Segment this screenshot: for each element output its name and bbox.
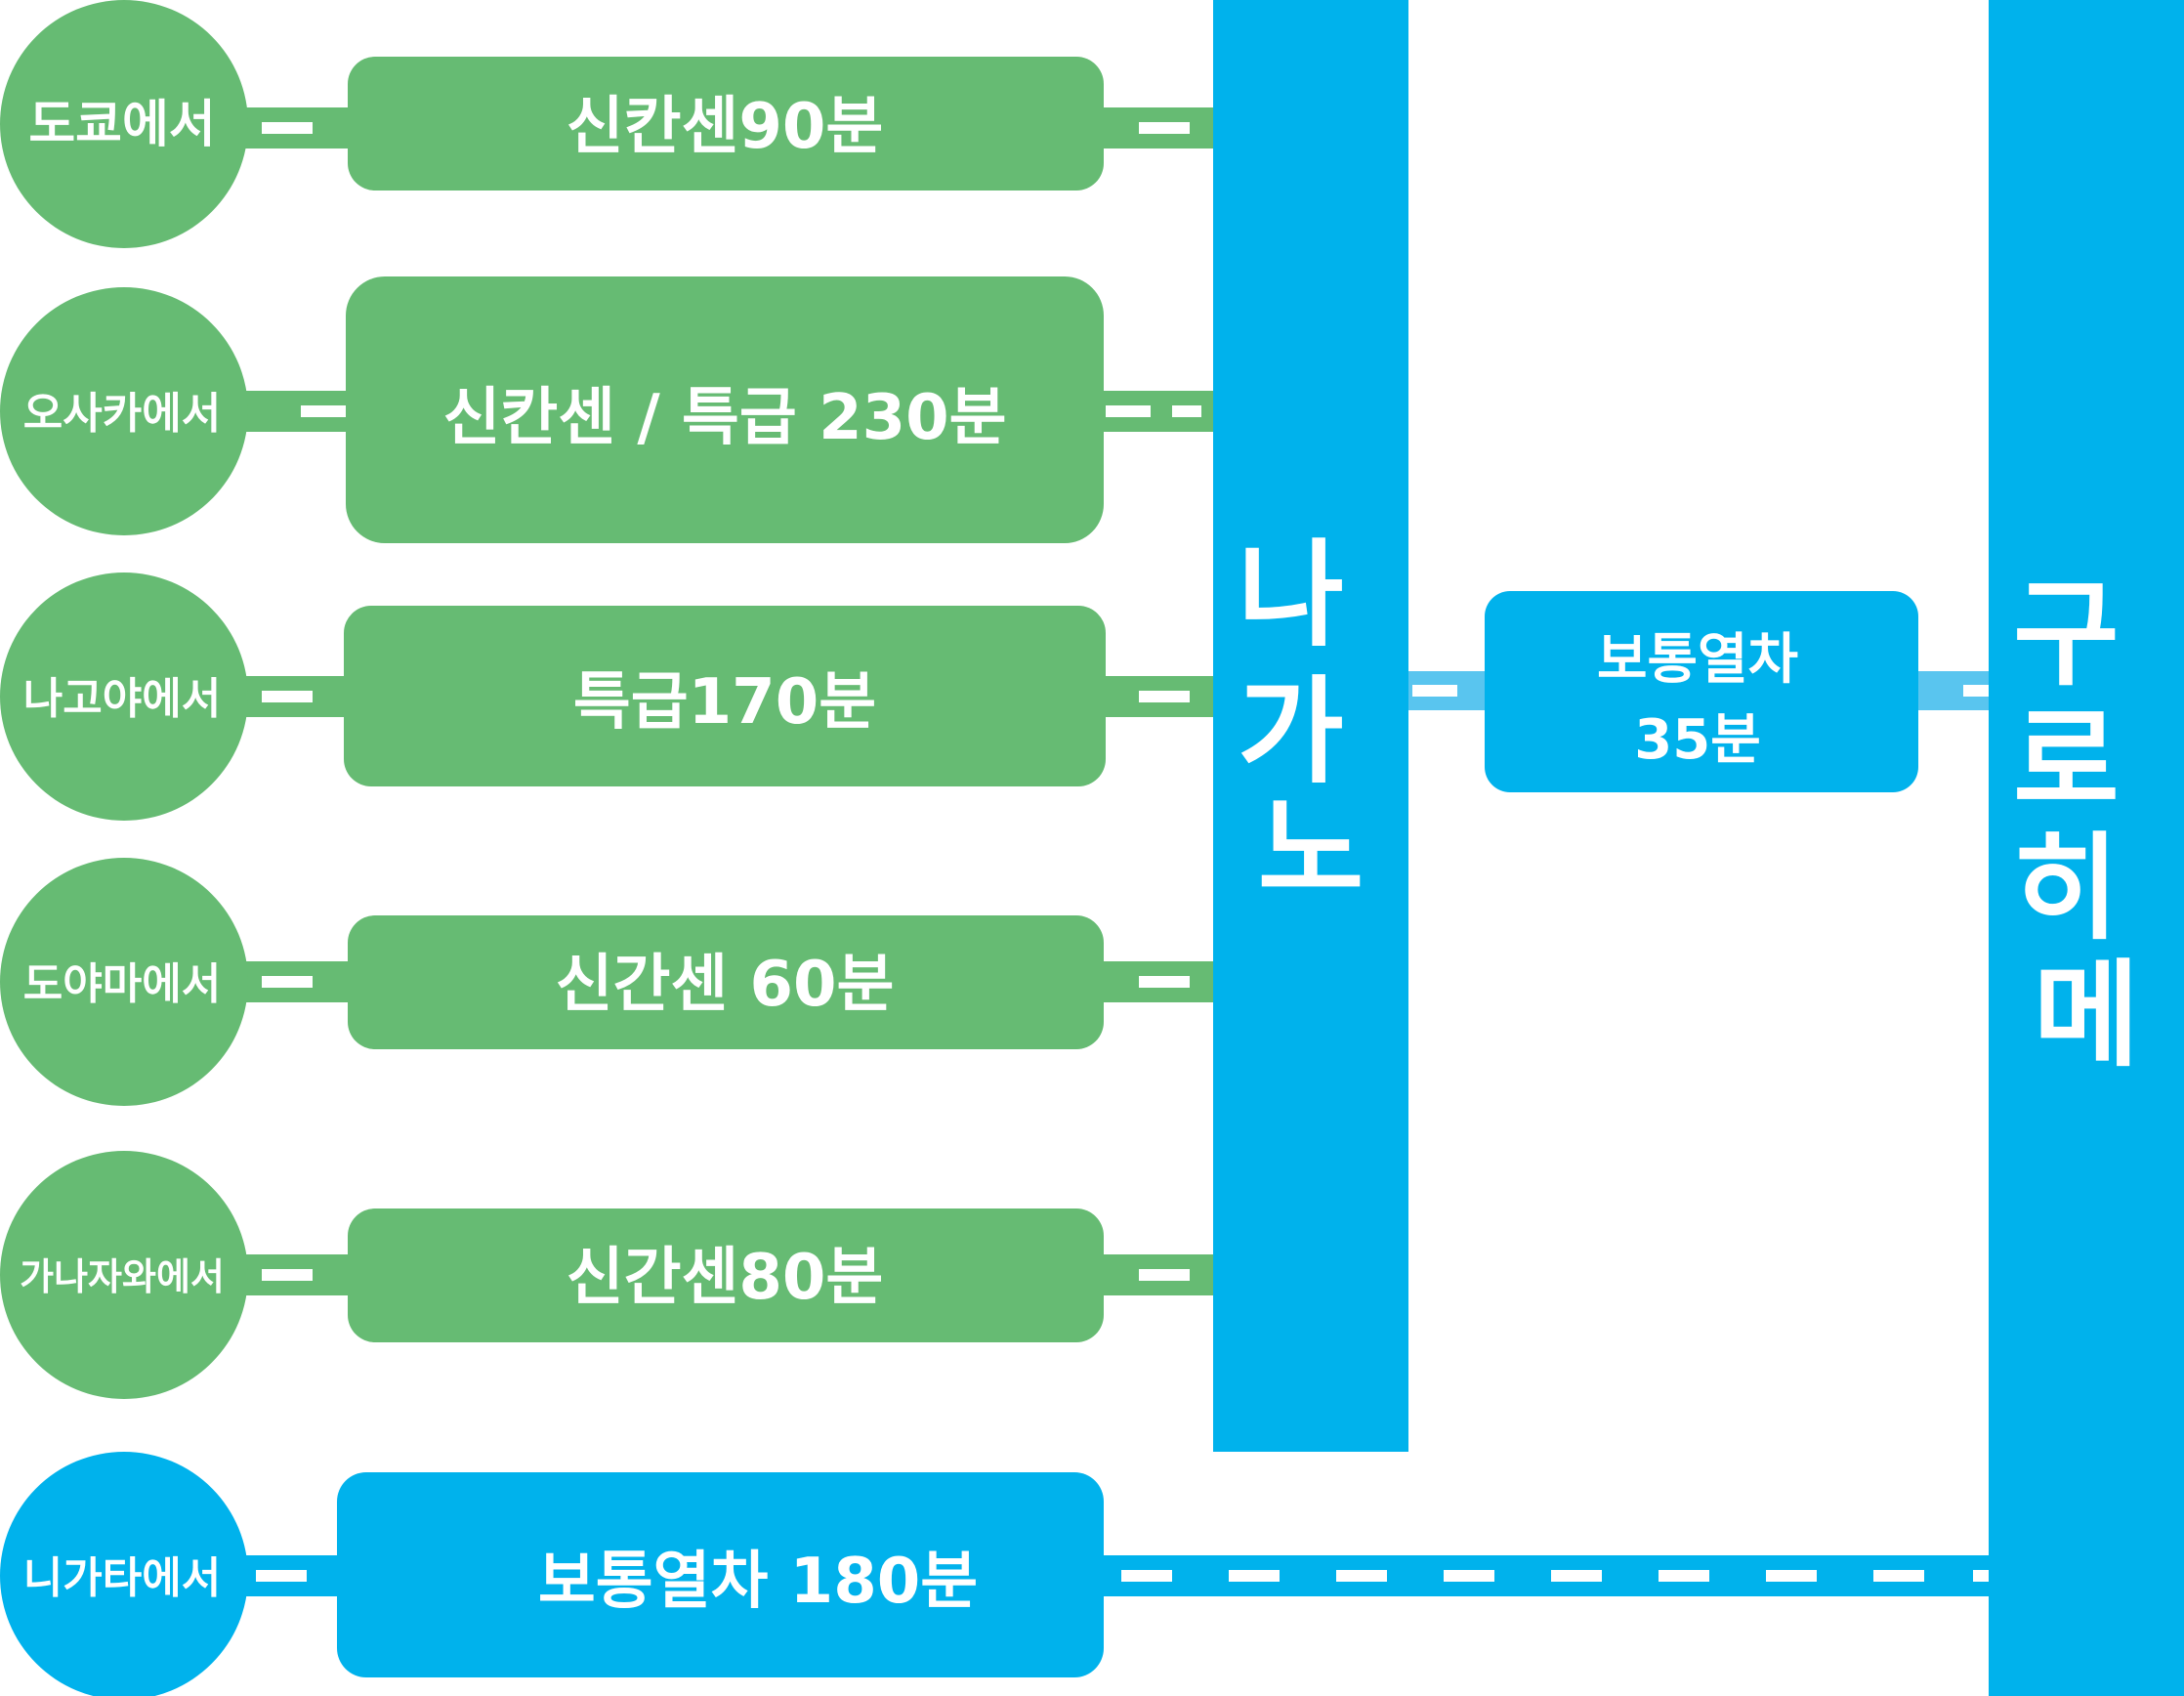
connector-line-tokyo (244, 107, 1216, 148)
service-box-nagoya: 특급170분 (344, 606, 1106, 786)
service-box-kanazawa: 신간센80분 (348, 1208, 1104, 1342)
connector-label-line2: 35분 (1634, 708, 1760, 772)
origin-node-niigata: 니가타에서 (0, 1452, 248, 1696)
connector-line-kanazawa (244, 1254, 1216, 1295)
service-label-tokyo: 신칸센90분 (567, 91, 884, 163)
service-label-nagoya: 특급170분 (573, 666, 876, 739)
service-box-tokyo: 신칸센90분 (348, 57, 1104, 191)
origin-node-osaka: 오사카에서 (0, 287, 248, 535)
origin-label-osaka: 오사카에서 (23, 389, 221, 439)
service-label-niigata: 보통열차 180분 (538, 1546, 978, 1618)
origin-label-nagoya: 나고야에서 (23, 674, 221, 724)
service-label-kanazawa: 신간센80분 (567, 1242, 884, 1314)
origin-node-kanazawa: 가나자와에서 (0, 1151, 248, 1399)
connector-lines (244, 107, 1997, 1596)
connector-line-toyama (244, 961, 1216, 1002)
service-box-niigata: 보통열차 180분 (337, 1472, 1104, 1677)
connector-label-line1: 보통열차 (1597, 628, 1798, 692)
nagano-station-bar (1213, 0, 1408, 1452)
origin-label-toyama: 도야마에서 (23, 959, 221, 1009)
kurohime-station-bar (1989, 0, 2184, 1696)
connector-line-nagano-kurohime (1407, 671, 1993, 710)
connector-line-nagoya (244, 676, 1216, 717)
service-box-osaka: 신칸센 / 특급 230분 (346, 276, 1104, 543)
service-label-osaka: 신칸센 / 특급 230분 (442, 382, 1006, 454)
origin-label-tokyo: 도쿄에서 (28, 96, 215, 154)
connector-line-osaka (244, 391, 1216, 432)
origin-label-niigata: 니가타에서 (23, 1553, 221, 1603)
kurohime-station-label: 구 로 히 메 (2013, 567, 2160, 1082)
origin-node-toyama: 도야마에서 (0, 858, 248, 1106)
origin-node-tokyo: 도쿄에서 (0, 0, 248, 248)
connector-line-niigata (244, 1555, 1997, 1596)
service-label-toyama: 신간센 60분 (556, 949, 895, 1021)
connector-box-nagano-kurohime: 보통열차 35분 (1485, 591, 1918, 792)
origin-node-nagoya: 나고야에서 (0, 572, 248, 821)
nagano-station-label: 나 가 노 (1238, 528, 1384, 916)
service-box-toyama: 신간센 60분 (348, 915, 1104, 1049)
origin-label-kanazawa: 가나자와에서 (20, 1255, 225, 1298)
